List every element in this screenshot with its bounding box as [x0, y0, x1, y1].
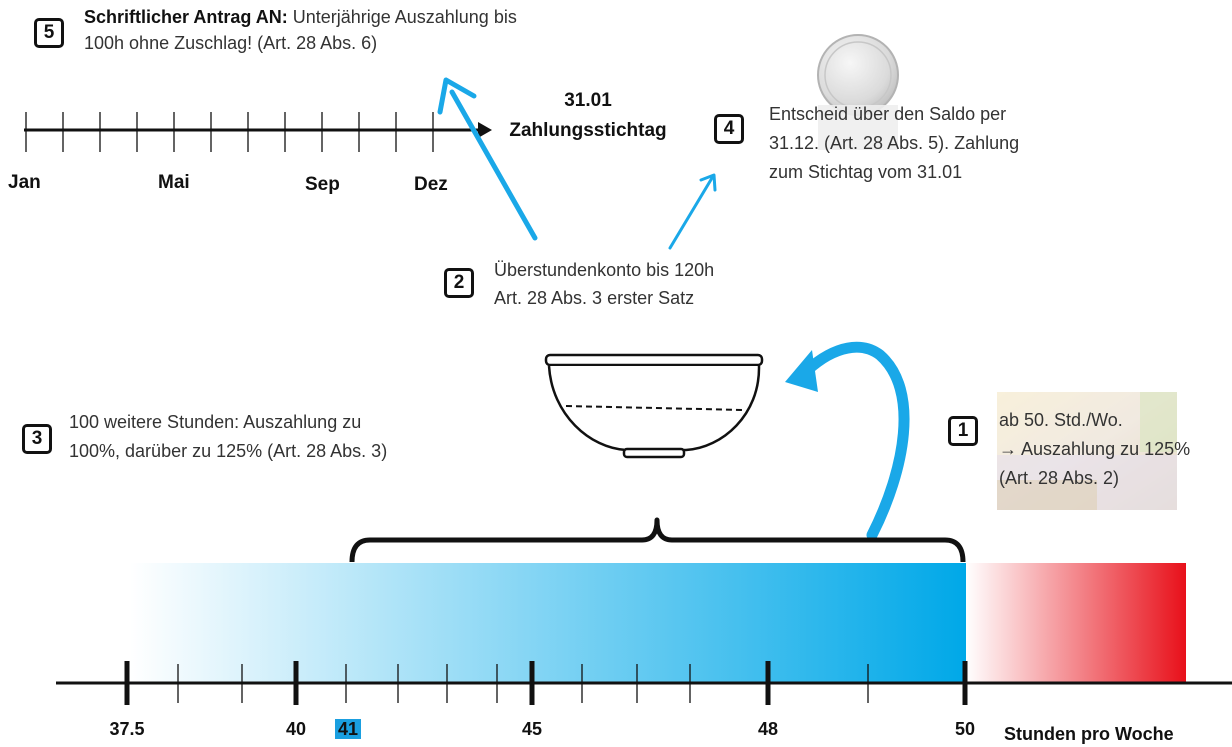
year-timeline	[24, 112, 492, 152]
brace	[349, 517, 966, 563]
tick-label-41: 41	[333, 719, 363, 740]
note-2-line-2: Art. 28 Abs. 3 erster Satz	[494, 288, 695, 308]
note-5-text-2: 100h ohne Zuschlag! (Art. 28 Abs. 6)	[84, 33, 378, 53]
tick-label-40: 40	[285, 719, 307, 739]
note-4: Entscheid über den Saldo per 31.12. (Art…	[769, 100, 1099, 187]
month-label-sep: Sep	[305, 174, 340, 195]
tick-label-50: 50	[954, 719, 976, 739]
note-1-line-2: → Auszahlung zu 125%	[999, 439, 1191, 459]
note-5-title: Schriftlicher Antrag AN:	[84, 7, 288, 27]
badge-3: 3	[22, 424, 52, 454]
month-label-dez: Dez	[414, 174, 448, 195]
banknotes-image	[997, 392, 1177, 510]
highlight-41: 41	[334, 719, 362, 739]
premium-pay-bar	[966, 563, 1186, 683]
stichtag-title: Zahlungsstichtag	[509, 120, 667, 141]
note-3: 100 weitere Stunden: Auszahlung zu 100%,…	[69, 408, 469, 466]
note-4-line-2: 31.12. (Art. 28 Abs. 5). Zahlung	[769, 133, 1020, 153]
note-3-line-1: 100 weitere Stunden: Auszahlung zu	[69, 412, 362, 432]
hours-axis	[56, 661, 1232, 705]
note-5: Schriftlicher Antrag AN: Unterjährige Au…	[84, 4, 644, 56]
note-4-line-1: Entscheid über den Saldo per	[769, 104, 1007, 124]
note-4-line-3: zum Stichtag vom 31.01	[769, 162, 963, 182]
overtime-account-bar	[130, 563, 966, 683]
note-3-line-2: 100%, darüber zu 125% (Art. 28 Abs. 3)	[69, 441, 388, 461]
arrow-to-note-4	[668, 173, 717, 250]
note-1: ab 50. Std./Wo. → Auszahlung zu 125% (Ar…	[999, 406, 1229, 493]
badge-2: 2	[444, 268, 474, 298]
note-2: Überstundenkonto bis 120h Art. 28 Abs. 3…	[494, 256, 794, 312]
stichtag-label: 31.01 Zahlungsstichtag	[500, 86, 676, 146]
stichtag-date: 31.01	[564, 90, 612, 111]
note-1-line-3: (Art. 28 Abs. 2)	[999, 468, 1120, 488]
axis-title: Stunden pro Woche	[1004, 724, 1174, 744]
badge-5: 5	[34, 18, 64, 48]
arrow-to-bowl	[785, 341, 910, 541]
note-1-line-1: ab 50. Std./Wo.	[999, 410, 1123, 430]
coin-image	[817, 34, 899, 150]
tick-label-45: 45	[521, 719, 543, 739]
tick-label-48: 48	[757, 719, 779, 739]
tick-label-37-5: 37.5	[109, 719, 145, 739]
bowl-icon	[544, 353, 764, 459]
note-5-text: Unterjährige Auszahlung bis	[287, 7, 517, 27]
month-label-mai: Mai	[158, 172, 190, 193]
badge-1: 1	[948, 416, 978, 446]
badge-4: 4	[714, 114, 744, 144]
arrow-to-note-5	[437, 77, 538, 241]
month-label-jan: Jan	[8, 172, 41, 193]
note-2-line-1: Überstundenkonto bis 120h	[494, 260, 715, 280]
